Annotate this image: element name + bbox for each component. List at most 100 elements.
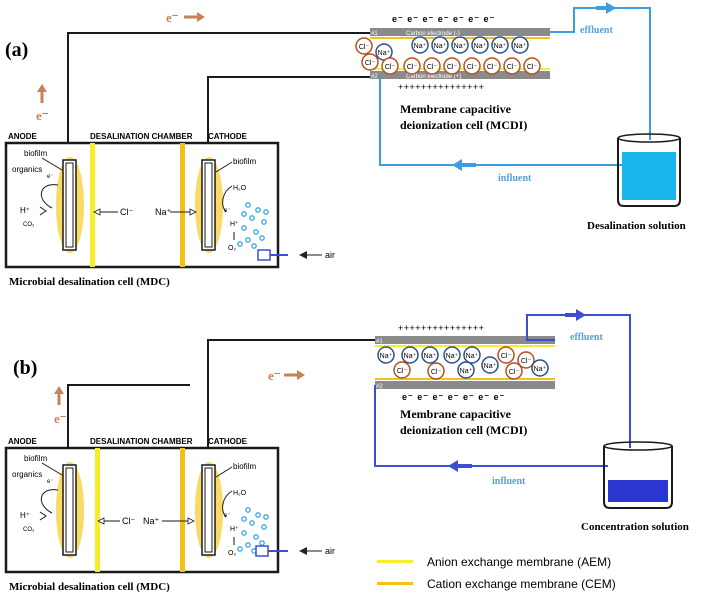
- aem-membrane-b: [95, 448, 100, 572]
- beaker-b: [603, 441, 673, 509]
- biofilm-right-label-b: biofilm: [233, 462, 256, 471]
- cem-membrane-b: [180, 448, 185, 572]
- air-diffuser-b: [255, 545, 269, 557]
- h-cathode-b: H⁺: [230, 526, 239, 533]
- chamber-label-b: DESALINATION CHAMBER: [90, 437, 193, 446]
- electron-arrowhead-mid-b: [297, 370, 305, 380]
- chamber-label-a: DESALINATION CHAMBER: [90, 132, 193, 141]
- organics-label-a: organics: [12, 165, 42, 174]
- panel-a: (a) e⁻ e⁻ ANODE DESALINATION CHAMBER CAT…: [4, 2, 686, 288]
- air-label-a: air: [325, 250, 335, 260]
- svg-text:Cl⁻: Cl⁻: [509, 369, 520, 376]
- mcdi-b: +++++++++++++++ #1 #2 e⁻ e⁻ e⁻ e⁻ e⁻ e⁻ …: [375, 323, 555, 437]
- electrode-bottom-b: [375, 381, 555, 389]
- legend-cem-label: Cation exchange membrane (CEM): [427, 577, 616, 591]
- influent-label-a: influent: [498, 173, 532, 184]
- plus-row-b: +++++++++++++++: [398, 323, 484, 333]
- svg-text:Cl⁻: Cl⁻: [365, 60, 376, 67]
- cathode-reaction-curve-b: [222, 490, 233, 518]
- biofilm-left-label-b: biofilm: [24, 454, 47, 463]
- legend-aem-swatch: [377, 560, 413, 563]
- solution-label-a: Desalination solution: [587, 220, 686, 232]
- anode-inner-a: [65, 162, 74, 248]
- svg-text:Na⁺: Na⁺: [380, 353, 393, 360]
- svg-text:Na⁺: Na⁺: [378, 50, 391, 57]
- ion-a-t3: Na⁺: [431, 36, 449, 54]
- svg-text:Cl⁻: Cl⁻: [467, 64, 478, 71]
- ion-a-b4: Cl⁻: [443, 57, 461, 75]
- electron-arrowhead-top-a: [197, 12, 205, 22]
- ion-b-b4: Cl⁻: [505, 362, 523, 380]
- anode-label-b: ANODE: [8, 437, 38, 446]
- solution-fill-b: [608, 480, 668, 502]
- h2o-a: H₂O: [233, 185, 247, 192]
- influent-label-b: influent: [492, 476, 526, 487]
- electron-side-a: e⁻: [36, 108, 49, 123]
- anode-inner-b: [65, 467, 74, 553]
- o2-b: O₂: [228, 550, 236, 557]
- svg-text:Cl⁻: Cl⁻: [407, 64, 418, 71]
- biofilm-left-pointer-a: [41, 157, 63, 171]
- electrode-top-b: [375, 336, 555, 344]
- wire-anode-b: [67, 384, 190, 465]
- panel-b: (b) e⁻ e⁻ ANODE DESALINATION CHAMBER CAT…: [4, 309, 689, 593]
- na-arrowhead-b: [187, 517, 195, 525]
- ion-b-t1: Na⁺: [401, 346, 419, 364]
- svg-text:Na⁺: Na⁺: [494, 43, 507, 50]
- svg-text:Na⁺: Na⁺: [534, 366, 547, 373]
- electrode-top-a: [370, 28, 550, 36]
- svg-text:Na⁺: Na⁺: [514, 43, 527, 50]
- organics-label-b: organics: [12, 470, 42, 479]
- ion-a-b1: Cl⁻: [381, 57, 399, 75]
- cathode-electrode-a: [201, 159, 216, 251]
- ion-a-t0: Cl⁻: [355, 37, 373, 55]
- legend-aem-label: Anion exchange membrane (AEM): [427, 555, 611, 569]
- cathode-reaction-curve-a: [222, 185, 233, 213]
- effluent-arrowhead-b: [576, 309, 586, 321]
- anode-reaction-curve-a: [41, 184, 59, 209]
- air-label-b: air: [325, 546, 335, 556]
- electron-top-a: e⁻: [166, 10, 179, 25]
- h-arrow-b: [39, 511, 47, 521]
- svg-text:Na⁺: Na⁺: [424, 353, 437, 360]
- effluent-label-b: effluent: [570, 332, 603, 343]
- anode-reaction-curve-b: [41, 489, 59, 514]
- na-label-a: Na⁺: [155, 207, 172, 217]
- legend-cem-swatch: [377, 582, 413, 585]
- e-cathode-b: e⁻: [224, 513, 231, 519]
- svg-text:Cl⁻: Cl⁻: [431, 369, 442, 376]
- ion-a-b0: Cl⁻: [361, 53, 379, 71]
- ion-b-b2: Na⁺: [457, 361, 475, 379]
- effluent-arrowhead-a: [606, 2, 616, 14]
- air-diffuser-a: [257, 249, 271, 261]
- ion-b-t5: Cl⁻: [497, 346, 515, 364]
- ion-b-b3: Na⁺: [481, 356, 499, 374]
- co2-a: CO₂: [23, 222, 35, 228]
- cathode-label-a: CATHODE: [208, 132, 248, 141]
- svg-text:Cl⁻: Cl⁻: [527, 64, 538, 71]
- svg-text:Cl⁻: Cl⁻: [427, 64, 438, 71]
- solution-fill-a: [622, 152, 676, 200]
- ion-a-b3: Cl⁻: [423, 57, 441, 75]
- ion-b-t3: Na⁺: [443, 346, 461, 364]
- num2-a: #2: [371, 74, 378, 80]
- top-electrode-label-a: Carbon electrode (-): [406, 31, 460, 37]
- bubbles-a: [237, 202, 269, 249]
- mdc-b: ANODE DESALINATION CHAMBER CATHODE biofi…: [4, 437, 335, 593]
- na-arrowhead-a: [189, 208, 197, 216]
- aem-membrane-a: [90, 143, 95, 267]
- mcdi-electrons-a: e⁻ e⁻ e⁻ e⁻ e⁻ e⁻ e⁻: [392, 14, 495, 24]
- mcdi-caption-1-a: Membrane capacitive: [400, 102, 512, 116]
- mcdi-caption-2-a: deionization cell (MCDI): [400, 118, 527, 132]
- svg-text:Cl⁻: Cl⁻: [521, 358, 532, 365]
- ion-a-t6: Na⁺: [491, 36, 509, 54]
- e-small-a: e⁻: [47, 174, 54, 180]
- beaker-outline-b: [603, 446, 673, 509]
- ion-a-b5: Cl⁻: [463, 57, 481, 75]
- cathode-electrode-b: [201, 464, 216, 556]
- svg-text:Na⁺: Na⁺: [434, 43, 447, 50]
- electron-side-b: e⁻: [54, 411, 67, 426]
- beaker-a: [617, 133, 681, 207]
- svg-text:Na⁺: Na⁺: [474, 43, 487, 50]
